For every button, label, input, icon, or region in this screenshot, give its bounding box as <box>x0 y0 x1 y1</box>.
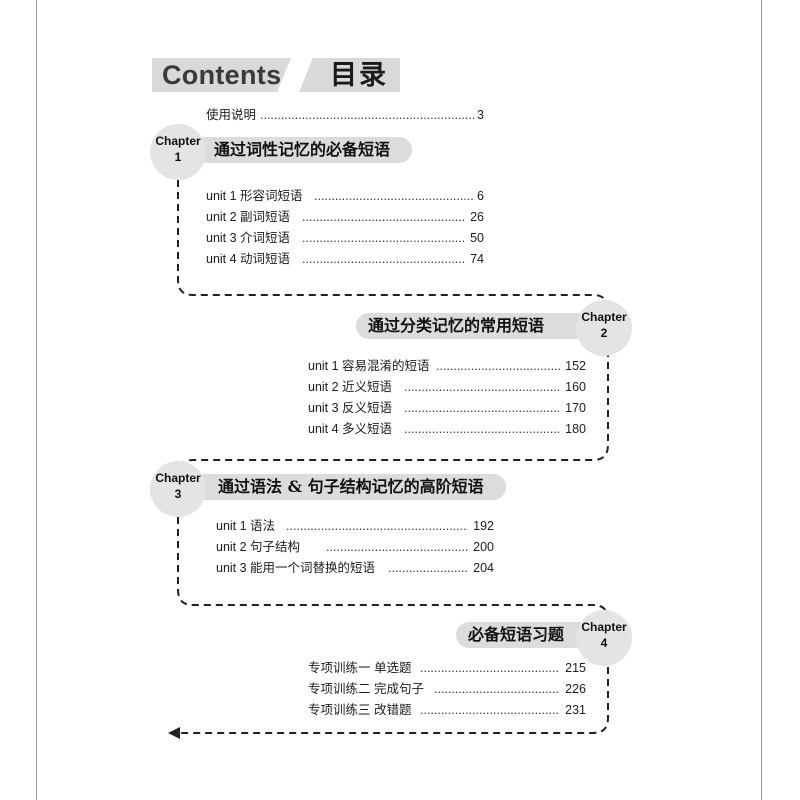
arrow-left-icon <box>168 727 180 739</box>
entry-page: 3 <box>477 108 484 122</box>
entry-label: 使用说明 <box>206 108 257 122</box>
contents-header: Contents 目录 <box>152 56 400 94</box>
chapter-1-title[interactable]: 通过词性记忆的必备短语 <box>176 137 412 163</box>
chapter-3-title[interactable]: 通过语法 & 句子结构记忆的高阶短语 <box>176 474 506 500</box>
chapter-4-badge: Chapter 4 <box>576 610 632 666</box>
chapter-2-title[interactable]: 通过分类记忆的常用短语 <box>356 313 602 339</box>
chapter-2-badge: Chapter 2 <box>576 300 632 356</box>
chapter-3-badge: Chapter 3 <box>150 461 206 517</box>
header-title-en: Contents <box>162 60 282 90</box>
header-title-cn: 目录 <box>330 60 388 90</box>
chapter-1-badge: Chapter 1 <box>150 124 206 180</box>
page-frame <box>36 0 762 800</box>
